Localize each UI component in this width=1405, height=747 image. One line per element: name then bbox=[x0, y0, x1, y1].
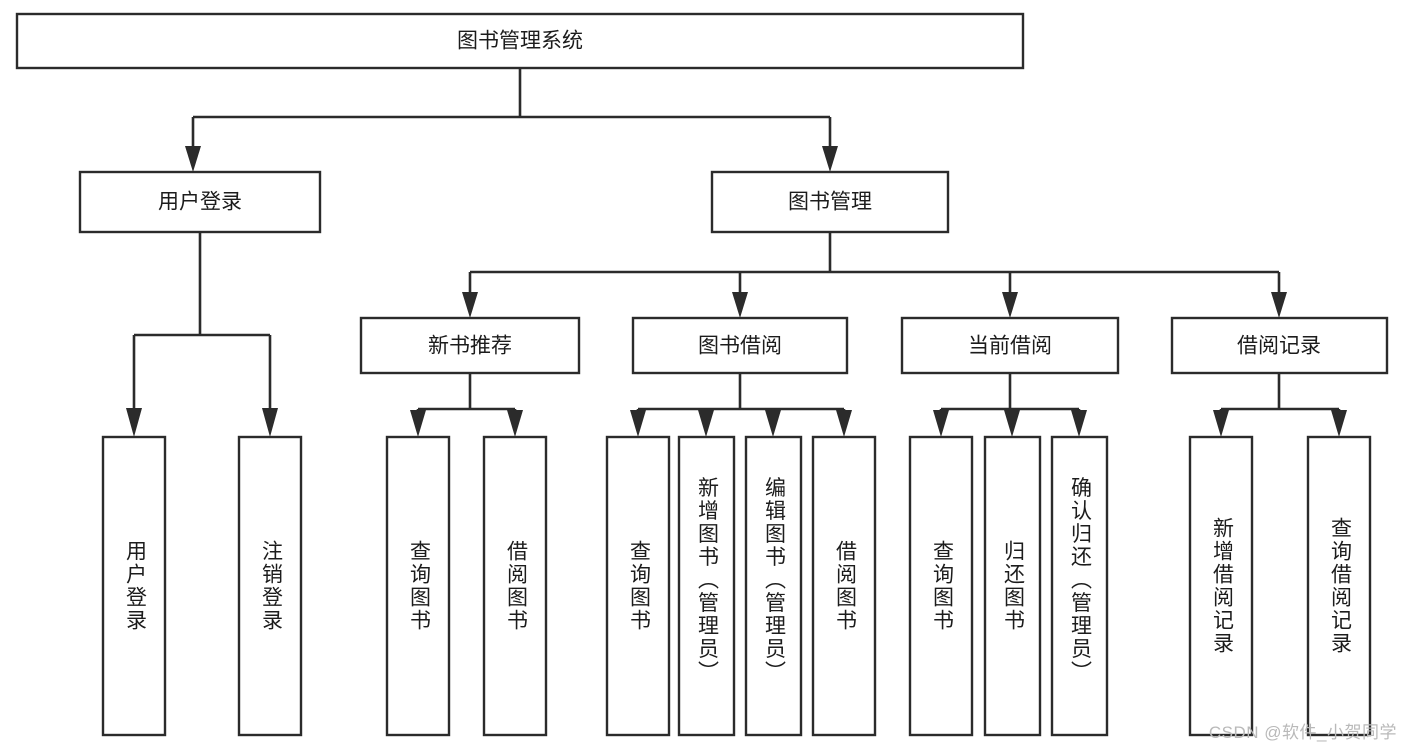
leaf-user-logout[interactable] bbox=[237, 435, 303, 737]
leaf-bb-borrow-book-label: 借阅图书 bbox=[833, 540, 857, 632]
node-root-label: 图书管理系统 bbox=[457, 30, 583, 53]
node-book-borrow-label: 图书借阅 bbox=[698, 335, 782, 358]
leaf-user-login[interactable] bbox=[101, 435, 167, 737]
node-book-management-box[interactable] bbox=[710, 170, 950, 234]
leaf-cb-confirm-return-label: 确认归还（管理员） bbox=[1068, 477, 1092, 684]
leaf-bb-add-book-box[interactable] bbox=[677, 435, 736, 737]
connector-layer bbox=[126, 68, 1347, 437]
node-book-management[interactable]: 图书管理 bbox=[710, 170, 950, 234]
node-book-management-label: 图书管理 bbox=[788, 191, 872, 214]
arrow-to-leaf-rc-query bbox=[1331, 410, 1347, 437]
leaf-user-login-label: 用户登录 bbox=[123, 540, 147, 632]
arrow-to-leaf-bb-edit bbox=[765, 410, 781, 437]
node-root[interactable]: 图书管理系统 bbox=[15, 12, 1025, 70]
leaf-nr-borrow-book-label: 借阅图书 bbox=[504, 540, 528, 632]
leaf-cb-query-book[interactable] bbox=[908, 435, 974, 737]
leaf-bb-query-book-box[interactable] bbox=[605, 435, 671, 737]
arrow-to-user-login bbox=[185, 146, 201, 172]
leaf-user-login-box[interactable] bbox=[101, 435, 167, 737]
arrow-to-borrow bbox=[732, 292, 748, 318]
leaf-cb-return-book-label: 归还图书 bbox=[1001, 540, 1025, 632]
arrow-to-book-mgmt bbox=[822, 146, 838, 172]
arrow-to-leaf-bb-query bbox=[630, 410, 646, 437]
node-book-borrow-box[interactable] bbox=[631, 316, 849, 375]
arrow-to-leaf-nr-borrow bbox=[507, 410, 523, 437]
node-user-login-box[interactable] bbox=[78, 170, 322, 234]
node-current-borrow[interactable]: 当前借阅 bbox=[900, 316, 1120, 375]
leaf-bb-query-book[interactable] bbox=[605, 435, 671, 737]
node-root-box[interactable] bbox=[15, 12, 1025, 70]
leaf-bb-edit-book-label: 编辑图书（管理员） bbox=[762, 477, 786, 684]
node-user-login[interactable]: 用户登录 bbox=[78, 170, 322, 234]
node-new-book-recommend-box[interactable] bbox=[359, 316, 581, 375]
leaf-rc-query-record-label: 查询借阅记录 bbox=[1328, 517, 1352, 655]
leaf-cb-confirm-return[interactable] bbox=[1050, 435, 1109, 737]
node-user-login-label: 用户登录 bbox=[158, 191, 242, 214]
node-new-book-recommend-label: 新书推荐 bbox=[428, 335, 512, 358]
leaf-nr-query-book[interactable] bbox=[385, 435, 451, 737]
arrow-to-leaf-bb-add bbox=[698, 410, 714, 437]
leaf-bb-edit-book-box[interactable] bbox=[744, 435, 803, 737]
arrow-to-leaf-rc-add bbox=[1213, 410, 1229, 437]
node-new-book-recommend[interactable]: 新书推荐 bbox=[359, 316, 581, 375]
leaf-cb-query-book-box[interactable] bbox=[908, 435, 974, 737]
leaf-user-logout-box[interactable] bbox=[237, 435, 303, 737]
node-book-borrow[interactable]: 图书借阅 bbox=[631, 316, 849, 375]
leaf-rc-add-record[interactable] bbox=[1188, 435, 1254, 737]
leaf-rc-query-record-box[interactable] bbox=[1306, 435, 1372, 737]
arrow-to-new-rec bbox=[462, 292, 478, 318]
arrow-to-leaf-cb-return bbox=[1004, 410, 1020, 437]
arrow-to-leaf-nr-query bbox=[410, 410, 426, 437]
arrow-to-leaf-user-logout bbox=[262, 408, 278, 437]
node-current-borrow-box[interactable] bbox=[900, 316, 1120, 375]
arrow-to-record bbox=[1271, 292, 1287, 318]
leaf-bb-query-book-label: 查询图书 bbox=[627, 540, 651, 632]
leaf-cb-return-book[interactable] bbox=[983, 435, 1042, 737]
arrow-to-current bbox=[1002, 292, 1018, 318]
leaf-nr-borrow-book-box[interactable] bbox=[482, 435, 548, 737]
leaf-rc-add-record-box[interactable] bbox=[1188, 435, 1254, 737]
leaf-nr-query-book-label: 查询图书 bbox=[407, 540, 431, 632]
arrow-to-leaf-cb-confirm bbox=[1071, 410, 1087, 437]
leaf-bb-borrow-book-box[interactable] bbox=[811, 435, 877, 737]
arrow-to-leaf-bb-borrow bbox=[836, 410, 852, 437]
node-borrow-record-label: 借阅记录 bbox=[1237, 335, 1321, 358]
arrow-to-leaf-user-login bbox=[126, 408, 142, 437]
node-borrow-record-box[interactable] bbox=[1170, 316, 1389, 375]
leaf-user-logout-label: 注销登录 bbox=[259, 540, 283, 632]
leaf-cb-confirm-return-box[interactable] bbox=[1050, 435, 1109, 737]
leaf-nr-borrow-book[interactable] bbox=[482, 435, 548, 737]
leaf-bb-add-book-label: 新增图书（管理员） bbox=[695, 477, 719, 684]
leaf-bb-add-book[interactable] bbox=[677, 435, 736, 737]
leaf-bb-edit-book[interactable] bbox=[744, 435, 803, 737]
leaf-cb-return-book-box[interactable] bbox=[983, 435, 1042, 737]
arrow-to-leaf-cb-query bbox=[933, 410, 949, 437]
leaf-rc-add-record-label: 新增借阅记录 bbox=[1210, 517, 1234, 655]
leaf-cb-query-book-label: 查询图书 bbox=[930, 540, 954, 632]
leaf-nr-query-book-box[interactable] bbox=[385, 435, 451, 737]
leaf-bb-borrow-book[interactable] bbox=[811, 435, 877, 737]
node-borrow-record[interactable]: 借阅记录 bbox=[1170, 316, 1389, 375]
leaf-rc-query-record[interactable] bbox=[1306, 435, 1372, 737]
node-current-borrow-label: 当前借阅 bbox=[968, 335, 1052, 358]
